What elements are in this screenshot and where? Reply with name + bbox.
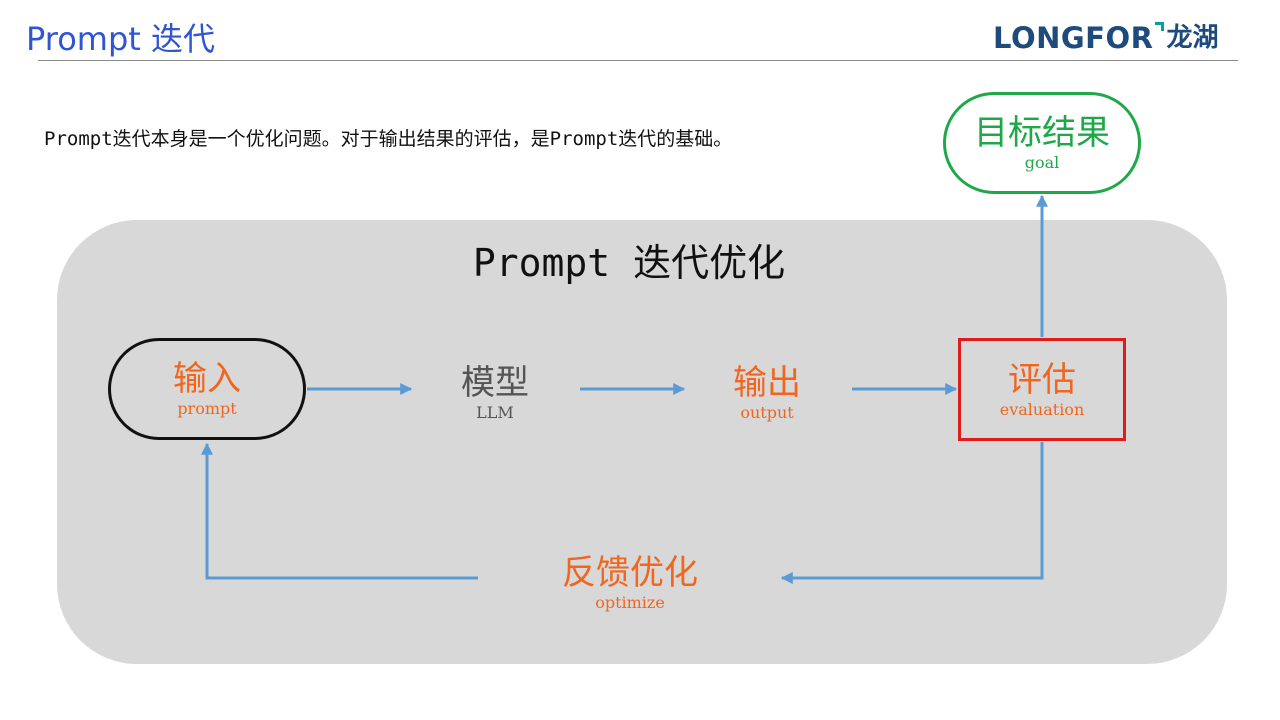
node-evaluation-sublabel: evaluation [999, 399, 1085, 419]
logo-corner-mark [1155, 22, 1165, 31]
arrow-evaluation-to-feedback [780, 442, 1044, 584]
node-goal-label: 目标结果 [974, 113, 1110, 153]
node-goal: 目标结果 goal [943, 92, 1141, 194]
node-feedback-label: 反馈优化 [562, 553, 698, 593]
node-evaluation: 评估 evaluation [958, 338, 1126, 441]
longfor-logo: LONGFOR 龙湖 [993, 18, 1218, 58]
diagram-panel [57, 220, 1227, 664]
node-feedback-sublabel: optimize [595, 593, 665, 612]
node-input-sublabel: prompt [177, 399, 237, 418]
logo-text-cn: 龙湖 [1166, 23, 1219, 53]
node-output-sublabel: output [740, 403, 794, 422]
intro-text: Prompt迭代本身是一个优化问题。对于输出结果的评估，是Prompt迭代的基础… [44, 128, 733, 150]
node-model: 模型 LLM [440, 360, 550, 426]
node-feedback: 反馈优化 optimize [540, 548, 720, 618]
header-divider [38, 60, 1238, 61]
node-model-label: 模型 [461, 363, 529, 403]
node-model-sublabel: LLM [476, 403, 514, 422]
node-evaluation-label: 评估 [1008, 359, 1076, 400]
node-output: 输出 output [712, 360, 822, 426]
arrow-feedback-to-input [201, 442, 478, 580]
node-output-label: 输出 [733, 363, 801, 403]
diagram-title: Prompt 迭代优化 [472, 241, 786, 285]
page-title: Prompt 迭代 [26, 20, 215, 58]
node-goal-sublabel: goal [1024, 153, 1060, 172]
logo-text-en: LONGFOR [993, 21, 1154, 55]
node-input-label: 输入 [173, 359, 241, 399]
node-input: 输入 prompt [108, 338, 306, 440]
